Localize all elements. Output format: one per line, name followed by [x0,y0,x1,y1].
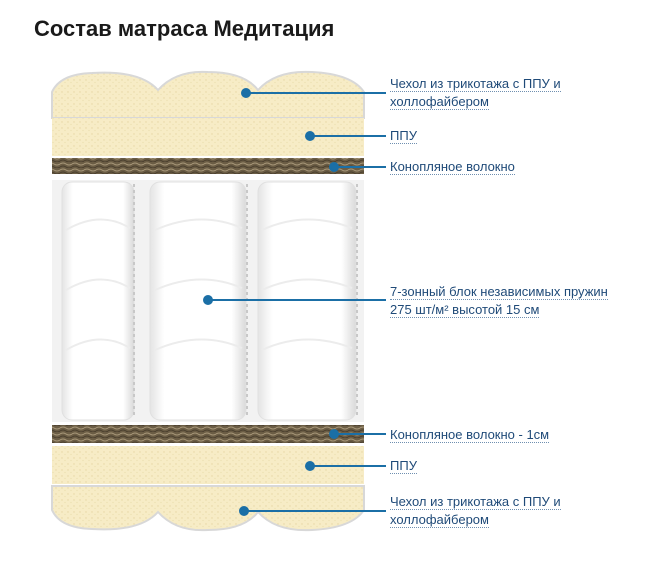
dot-bottom-fiber [329,429,339,439]
top-fiber-layer [52,158,364,174]
top-cover-layer [51,70,365,119]
dot-top-foam [305,131,315,141]
dot-bottom-cover [239,506,249,516]
dot-bottom-foam [305,461,315,471]
label-bottom-fiber: Конопляное волокно - 1см [390,427,550,443]
dot-top-cover [241,88,251,98]
page-title: Состав матраса Медитация [34,16,335,41]
label-top-fiber: Конопляное волокно [390,159,515,175]
dot-top-fiber [329,162,339,172]
leader-lines [203,88,386,516]
label-bottom-foam: ППУ [390,458,417,474]
bottom-cover-layer [51,485,365,532]
bottom-fiber-layer [52,425,364,443]
label-top-foam: ППУ [390,128,417,144]
dot-springs [203,295,213,305]
